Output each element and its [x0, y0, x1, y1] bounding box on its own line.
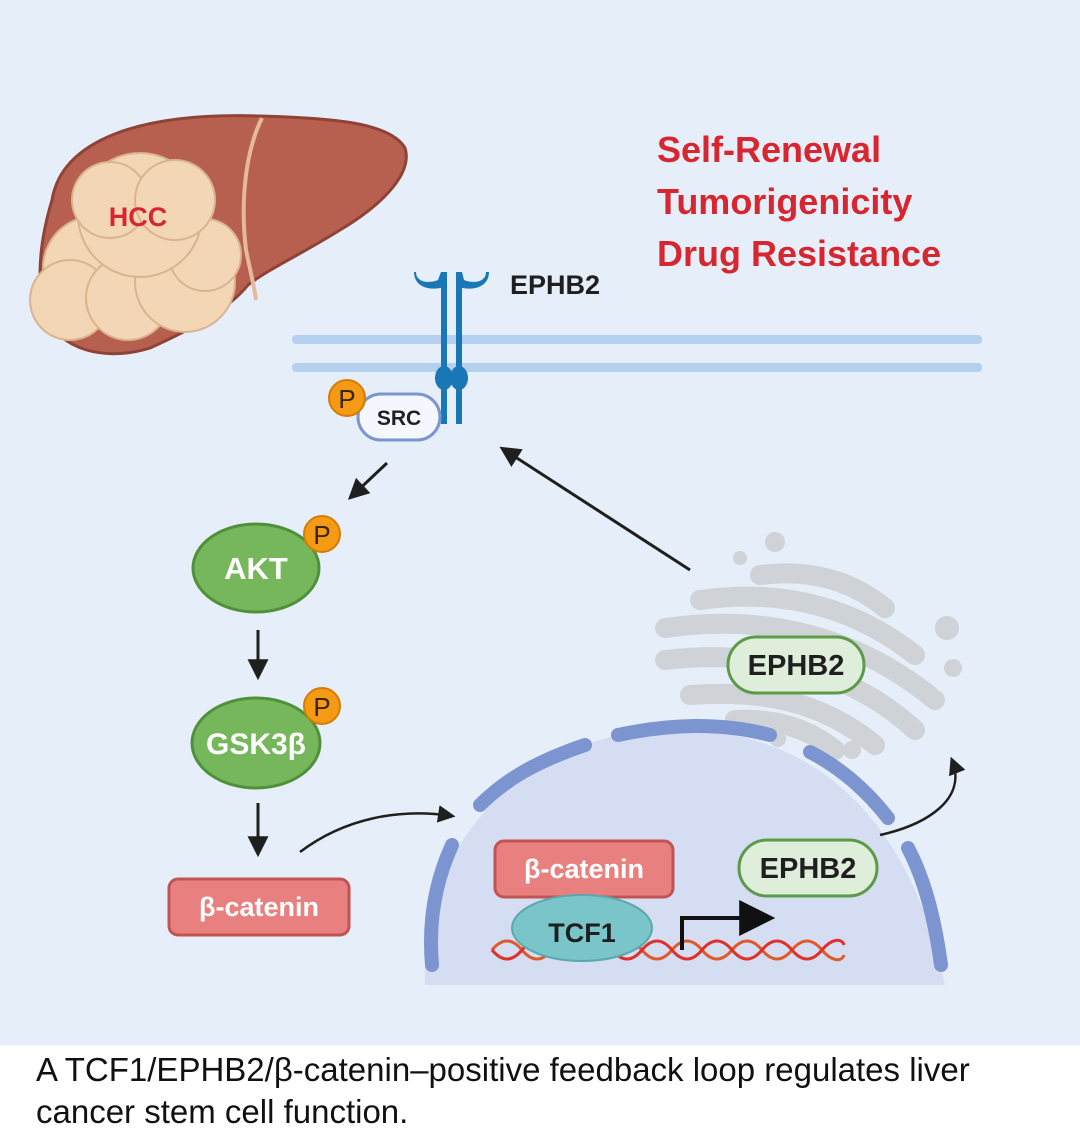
- tcf1-label: TCF1: [548, 918, 616, 948]
- outcome-drug-resistance: Drug Resistance: [657, 233, 941, 274]
- beta-catenin-nucleus-node: β-catenin: [493, 839, 675, 899]
- ephb2-nucleus-node: EPHB2: [737, 838, 879, 898]
- svg-text:P: P: [313, 692, 330, 722]
- liver-illustration: HCC: [29, 114, 408, 356]
- src-label: SRC: [377, 407, 421, 430]
- arrow-nucleus-to-golgi: [879, 756, 966, 837]
- outcome-self-renewal: Self-Renewal: [657, 129, 881, 170]
- tcf1-node: TCF1: [511, 894, 653, 962]
- svg-text:P: P: [338, 384, 355, 414]
- outcome-list: Self-Renewal Tumorigenicity Drug Resista…: [657, 129, 941, 274]
- ephb2-receptor: [414, 272, 489, 424]
- beta-catenin-nucleus-label: β-catenin: [524, 854, 644, 884]
- gsk3b-node: GSK3β: [190, 696, 322, 790]
- beta-catenin-cytoplasm-node: β-catenin: [167, 877, 351, 937]
- ephb2-receptor-label: EPHB2: [510, 270, 600, 300]
- liver-ligament: [241, 117, 264, 301]
- akt-phospho-badge: P: [303, 515, 341, 553]
- ephb2-golgi-label: EPHB2: [748, 650, 845, 682]
- akt-node: AKT: [191, 522, 321, 614]
- arrow-beta-catenin-to-nucleus: [299, 805, 456, 853]
- nuclear-envelope: [423, 718, 948, 972]
- svg-text:P: P: [313, 520, 330, 550]
- src-phospho-badge: P: [328, 379, 366, 417]
- transcription-start-arrow: [680, 900, 776, 950]
- nucleus: β-catenin TCF1 EPHB2: [423, 718, 948, 985]
- diagram-canvas: HCC Self-Renewal Tumorigenicity Drug Res…: [0, 0, 1080, 1045]
- src-node: SRC: [356, 392, 442, 442]
- gsk3b-label: GSK3β: [206, 728, 306, 761]
- golgi-apparatus: [655, 532, 962, 760]
- arrow-src-to-akt: [347, 461, 389, 500]
- hcc-label: HCC: [109, 202, 168, 232]
- ephb2-nucleus-label: EPHB2: [760, 853, 857, 885]
- ephb2-golgi-node: EPHB2: [726, 635, 866, 695]
- beta-catenin-cytoplasm-label: β-catenin: [199, 892, 319, 922]
- hcc-tumor: [29, 152, 242, 341]
- outcome-tumorigenicity: Tumorigenicity: [657, 181, 912, 222]
- gsk3b-phospho-badge: P: [303, 687, 341, 725]
- figure-caption: A TCF1/EPHB2/β-catenin–positive feedback…: [36, 1051, 970, 1130]
- akt-label: AKT: [224, 551, 288, 586]
- arrow-golgi-to-membrane: [499, 446, 691, 572]
